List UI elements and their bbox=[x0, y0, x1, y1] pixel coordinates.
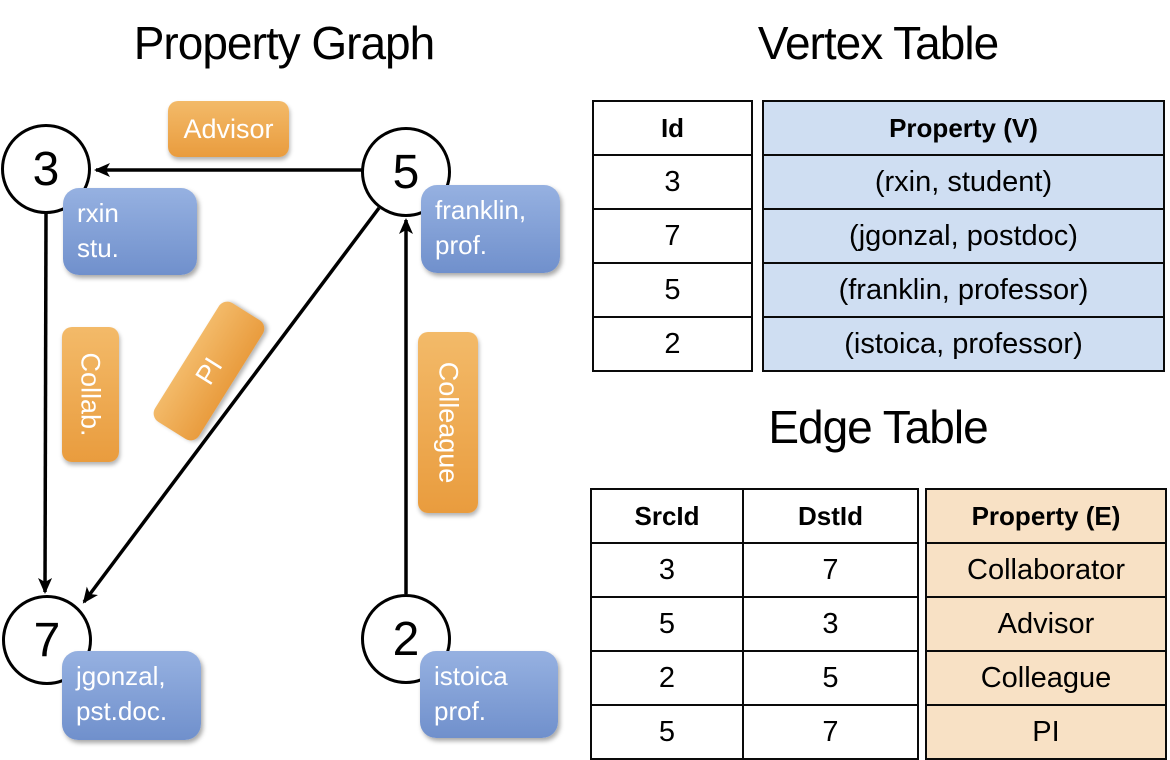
node-id: 3 bbox=[32, 142, 60, 196]
table-cell: 2 bbox=[592, 316, 753, 372]
edge-label-text: Collab. bbox=[76, 352, 107, 437]
vertex-property-header: Property (V) bbox=[762, 100, 1165, 156]
table-row: 7 bbox=[592, 208, 753, 264]
table-row: Collaborator bbox=[925, 542, 1167, 598]
property-line: prof. bbox=[434, 696, 487, 727]
edge-line-collab bbox=[38, 212, 53, 594]
table-row: 2 bbox=[592, 316, 753, 372]
edge-label-collab: Collab. bbox=[62, 327, 119, 462]
table-cell: PI bbox=[925, 704, 1167, 760]
graph-node-3: 3 bbox=[1, 124, 91, 214]
property-line: istoica bbox=[434, 661, 508, 691]
table-cell: 3 bbox=[742, 596, 919, 652]
table-cell: (franklin, professor) bbox=[762, 262, 1165, 318]
node-id: 2 bbox=[392, 612, 420, 666]
edge-label-text: PI bbox=[189, 351, 229, 390]
table-cell: 5 bbox=[742, 650, 919, 706]
vertex-id-header: Id bbox=[592, 100, 753, 156]
table-cell: (istoica, professor) bbox=[762, 316, 1165, 372]
table-cell: 3 bbox=[590, 542, 744, 598]
table-cell: 2 bbox=[590, 650, 744, 706]
table-row: (franklin, professor) bbox=[762, 262, 1165, 318]
property-line: jgonzal, bbox=[76, 661, 166, 691]
table-row: (istoica, professor) bbox=[762, 316, 1165, 372]
table-cell: Collaborator bbox=[925, 542, 1167, 598]
node-id: 7 bbox=[33, 613, 61, 667]
table-row: 5 7 bbox=[590, 704, 919, 760]
table-row: Colleague bbox=[925, 650, 1167, 706]
vertex-property-box-3: rxin stu. bbox=[63, 188, 197, 275]
property-line: prof. bbox=[435, 230, 488, 261]
property-line: franklin, bbox=[435, 195, 527, 225]
vertex-property-box-7: jgonzal, pst.doc. bbox=[62, 651, 201, 740]
edge-srcid-header: SrcId bbox=[590, 488, 744, 544]
table-row: 5 3 bbox=[590, 596, 919, 652]
node-id: 5 bbox=[392, 145, 420, 199]
table-cell: (rxin, student) bbox=[762, 154, 1165, 210]
vertex-id-subtable: Id 3 7 5 2 bbox=[592, 100, 753, 372]
table-row: (rxin, student) bbox=[762, 154, 1165, 210]
edge-label-text: Colleague bbox=[433, 361, 464, 484]
table-row: 2 5 bbox=[590, 650, 919, 706]
vertex-table: Id 3 7 5 2 Property (V) (rxin, student) … bbox=[592, 100, 1165, 372]
edge-property-subtable: Property (E) Collaborator Advisor Collea… bbox=[925, 488, 1167, 760]
table-row: Advisor bbox=[925, 596, 1167, 652]
table-row: PI bbox=[925, 704, 1167, 760]
table-row: 3 7 bbox=[590, 542, 919, 598]
table-row: (jgonzal, postdoc) bbox=[762, 208, 1165, 264]
edge-label-text: Advisor bbox=[183, 113, 274, 144]
property-line: rxin bbox=[77, 198, 119, 228]
edge-label-colleague: Colleague bbox=[418, 332, 478, 513]
table-cell: 7 bbox=[592, 208, 753, 264]
edge-ids-subtable: SrcId DstId 3 7 5 3 2 5 5 7 bbox=[590, 488, 919, 760]
edge-dstid-header: DstId bbox=[742, 488, 919, 544]
table-row: 3 bbox=[592, 154, 753, 210]
table-cell: 5 bbox=[590, 704, 744, 760]
edge-label-advisor: Advisor bbox=[168, 101, 289, 157]
edge-line-pi bbox=[82, 206, 381, 604]
table-cell: (jgonzal, postdoc) bbox=[762, 208, 1165, 264]
edge-property-header: Property (E) bbox=[925, 488, 1167, 544]
property-graph-title: Property Graph bbox=[133, 17, 435, 69]
property-line: stu. bbox=[77, 233, 119, 264]
table-cell: Colleague bbox=[925, 650, 1167, 706]
property-line: pst.doc. bbox=[76, 696, 168, 727]
table-cell: 7 bbox=[742, 542, 919, 598]
vertex-property-box-5: franklin, prof. bbox=[421, 185, 560, 273]
vertex-table-title: Vertex Table bbox=[757, 17, 999, 69]
table-cell: 7 bbox=[742, 704, 919, 760]
table-cell: 5 bbox=[590, 596, 744, 652]
table-cell: 5 bbox=[592, 262, 753, 318]
table-row: 5 bbox=[592, 262, 753, 318]
vertex-property-subtable: Property (V) (rxin, student) (jgonzal, p… bbox=[762, 100, 1165, 372]
edge-table-title: Edge Table bbox=[768, 401, 988, 453]
vertex-property-box-2: istoica prof. bbox=[420, 651, 558, 738]
table-cell: Advisor bbox=[925, 596, 1167, 652]
table-cell: 3 bbox=[592, 154, 753, 210]
edge-table: SrcId DstId 3 7 5 3 2 5 5 7 Property (E)… bbox=[590, 488, 1167, 760]
